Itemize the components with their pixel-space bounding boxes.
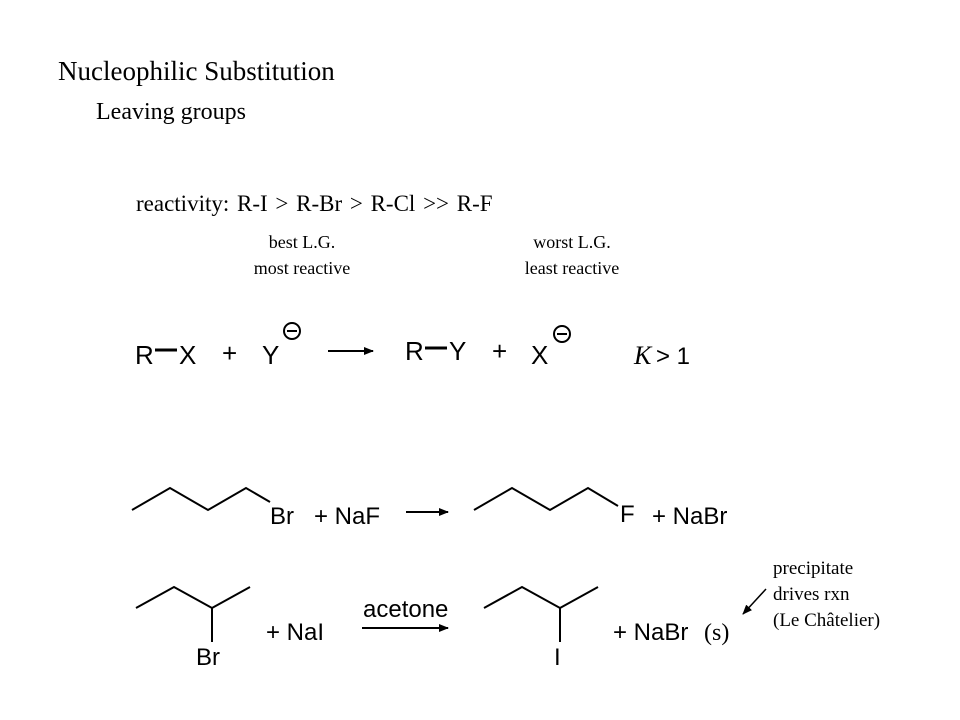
le-chatelier-line: (Le Châtelier) xyxy=(773,610,881,631)
drives-rxn-line: drives rxn xyxy=(773,584,850,605)
plus-sign: + xyxy=(222,338,237,368)
negative-charge-icon xyxy=(283,322,301,340)
solid-phase-label: (s) xyxy=(704,620,729,646)
byproduct-nabr: + NaBr xyxy=(652,503,727,530)
r-group-product: R xyxy=(405,336,424,366)
pointer-arrow-icon xyxy=(742,588,767,615)
plus-sign: + xyxy=(492,336,507,366)
butyl-chain-skeleton xyxy=(473,486,619,512)
worst-lg-label: worst L.G. xyxy=(533,232,611,252)
equilibrium-constant-relation: > 1 xyxy=(656,343,690,370)
precipitate-line: precipitate xyxy=(773,558,854,579)
butyl-chain-skeleton xyxy=(131,486,271,512)
reagent-naf: + NaF xyxy=(314,503,380,530)
reagent-nai: + NaI xyxy=(266,619,324,646)
bromine-substituent: Br xyxy=(196,644,220,671)
best-lg-label: best L.G. xyxy=(268,232,336,252)
most-reactive-label: most reactive xyxy=(253,258,351,278)
sec-butyl-skeleton xyxy=(135,585,251,610)
page-subtitle: Leaving groups xyxy=(96,99,246,125)
iodine-substituent: I xyxy=(554,644,561,671)
bromine-substituent: Br xyxy=(270,503,294,530)
nucleophile-y: Y xyxy=(262,340,279,370)
r-group-reactant: R xyxy=(135,340,154,370)
reaction-2: Br + NaI acetone I + NaBr (s) xyxy=(135,585,729,671)
general-reaction: R X + Y R Y + X K > 1 xyxy=(135,322,690,370)
least-reactive-label: least reactive xyxy=(524,258,620,278)
product-y: Y xyxy=(449,336,466,366)
worst-leaving-group-note: worst L.G. least reactive xyxy=(492,229,652,281)
precipitate-note: precipitate drives rxn (Le Châtelier) xyxy=(773,556,880,634)
leaving-group-anion: X xyxy=(531,340,548,370)
reaction-1: Br + NaF F + NaBr xyxy=(131,486,727,530)
negative-charge-icon xyxy=(553,325,571,343)
page-title: Nucleophilic Substitution xyxy=(58,56,335,86)
byproduct-nabr: + NaBr xyxy=(613,619,688,646)
sec-butyl-skeleton xyxy=(483,585,599,610)
fluorine-substituent: F xyxy=(620,501,635,528)
solvent-acetone: acetone xyxy=(363,596,448,623)
leaving-group-x: X xyxy=(179,340,196,370)
equilibrium-constant-symbol: K xyxy=(633,341,653,370)
best-leaving-group-note: best L.G. most reactive xyxy=(222,229,382,281)
reactivity-series: reactivity: R-I > R-Br > R-Cl >> R-F xyxy=(136,191,493,216)
